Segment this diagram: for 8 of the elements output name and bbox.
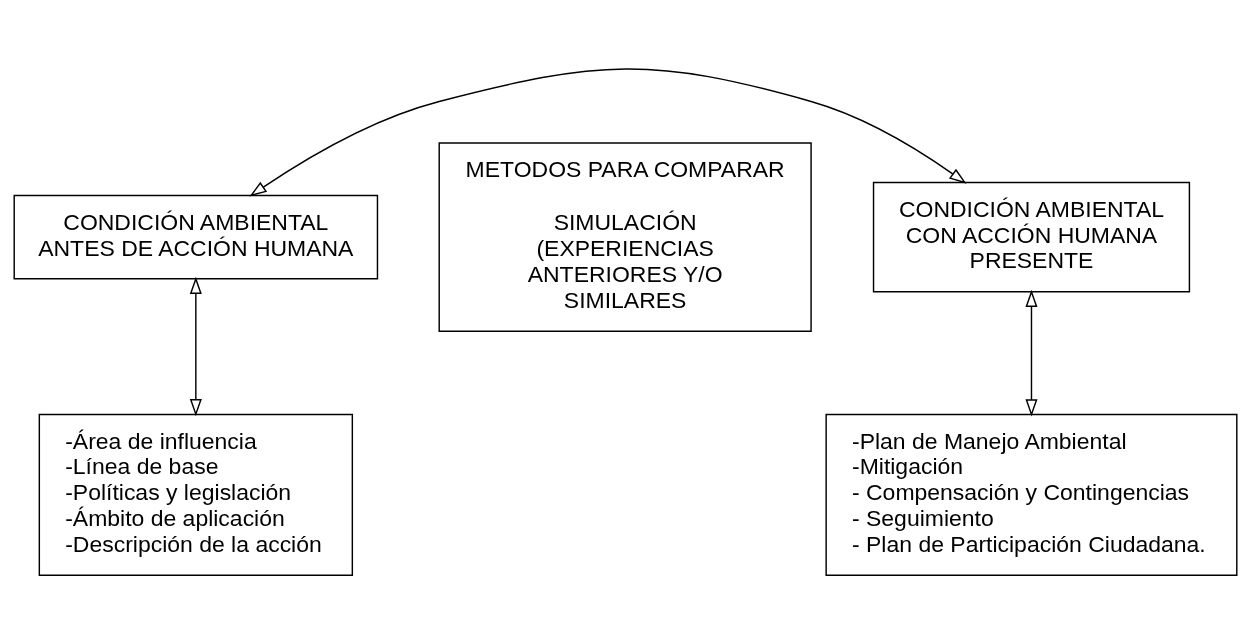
- arrow: [189, 276, 202, 416]
- node-box: METODOS PARA COMPARAR SIMULACIÓN (EXPERIENCIAS ANTERIORES Y/O SIMILARES: [438, 141, 812, 332]
- arrow: [1025, 289, 1038, 417]
- node-box: CONDICIÓN AMBIENTAL ANTES DE ACCIÓN HUMANA: [13, 194, 379, 279]
- arrow: [249, 67, 967, 197]
- node-box: CONDICIÓN AMBIENTAL CON ACCIÓN HUMANA PRESENTE: [872, 181, 1191, 292]
- node-box: -Área de influencia -Línea de base -Políticas y legislación -Ámbito de aplicación -Descripción de la acción: [38, 413, 354, 576]
- node-box: -Plan de Manejo Ambiental -Mitigación - Compensación y Contingencias - Seguimiento - Plan de Participación Ciudadana.: [825, 413, 1238, 576]
